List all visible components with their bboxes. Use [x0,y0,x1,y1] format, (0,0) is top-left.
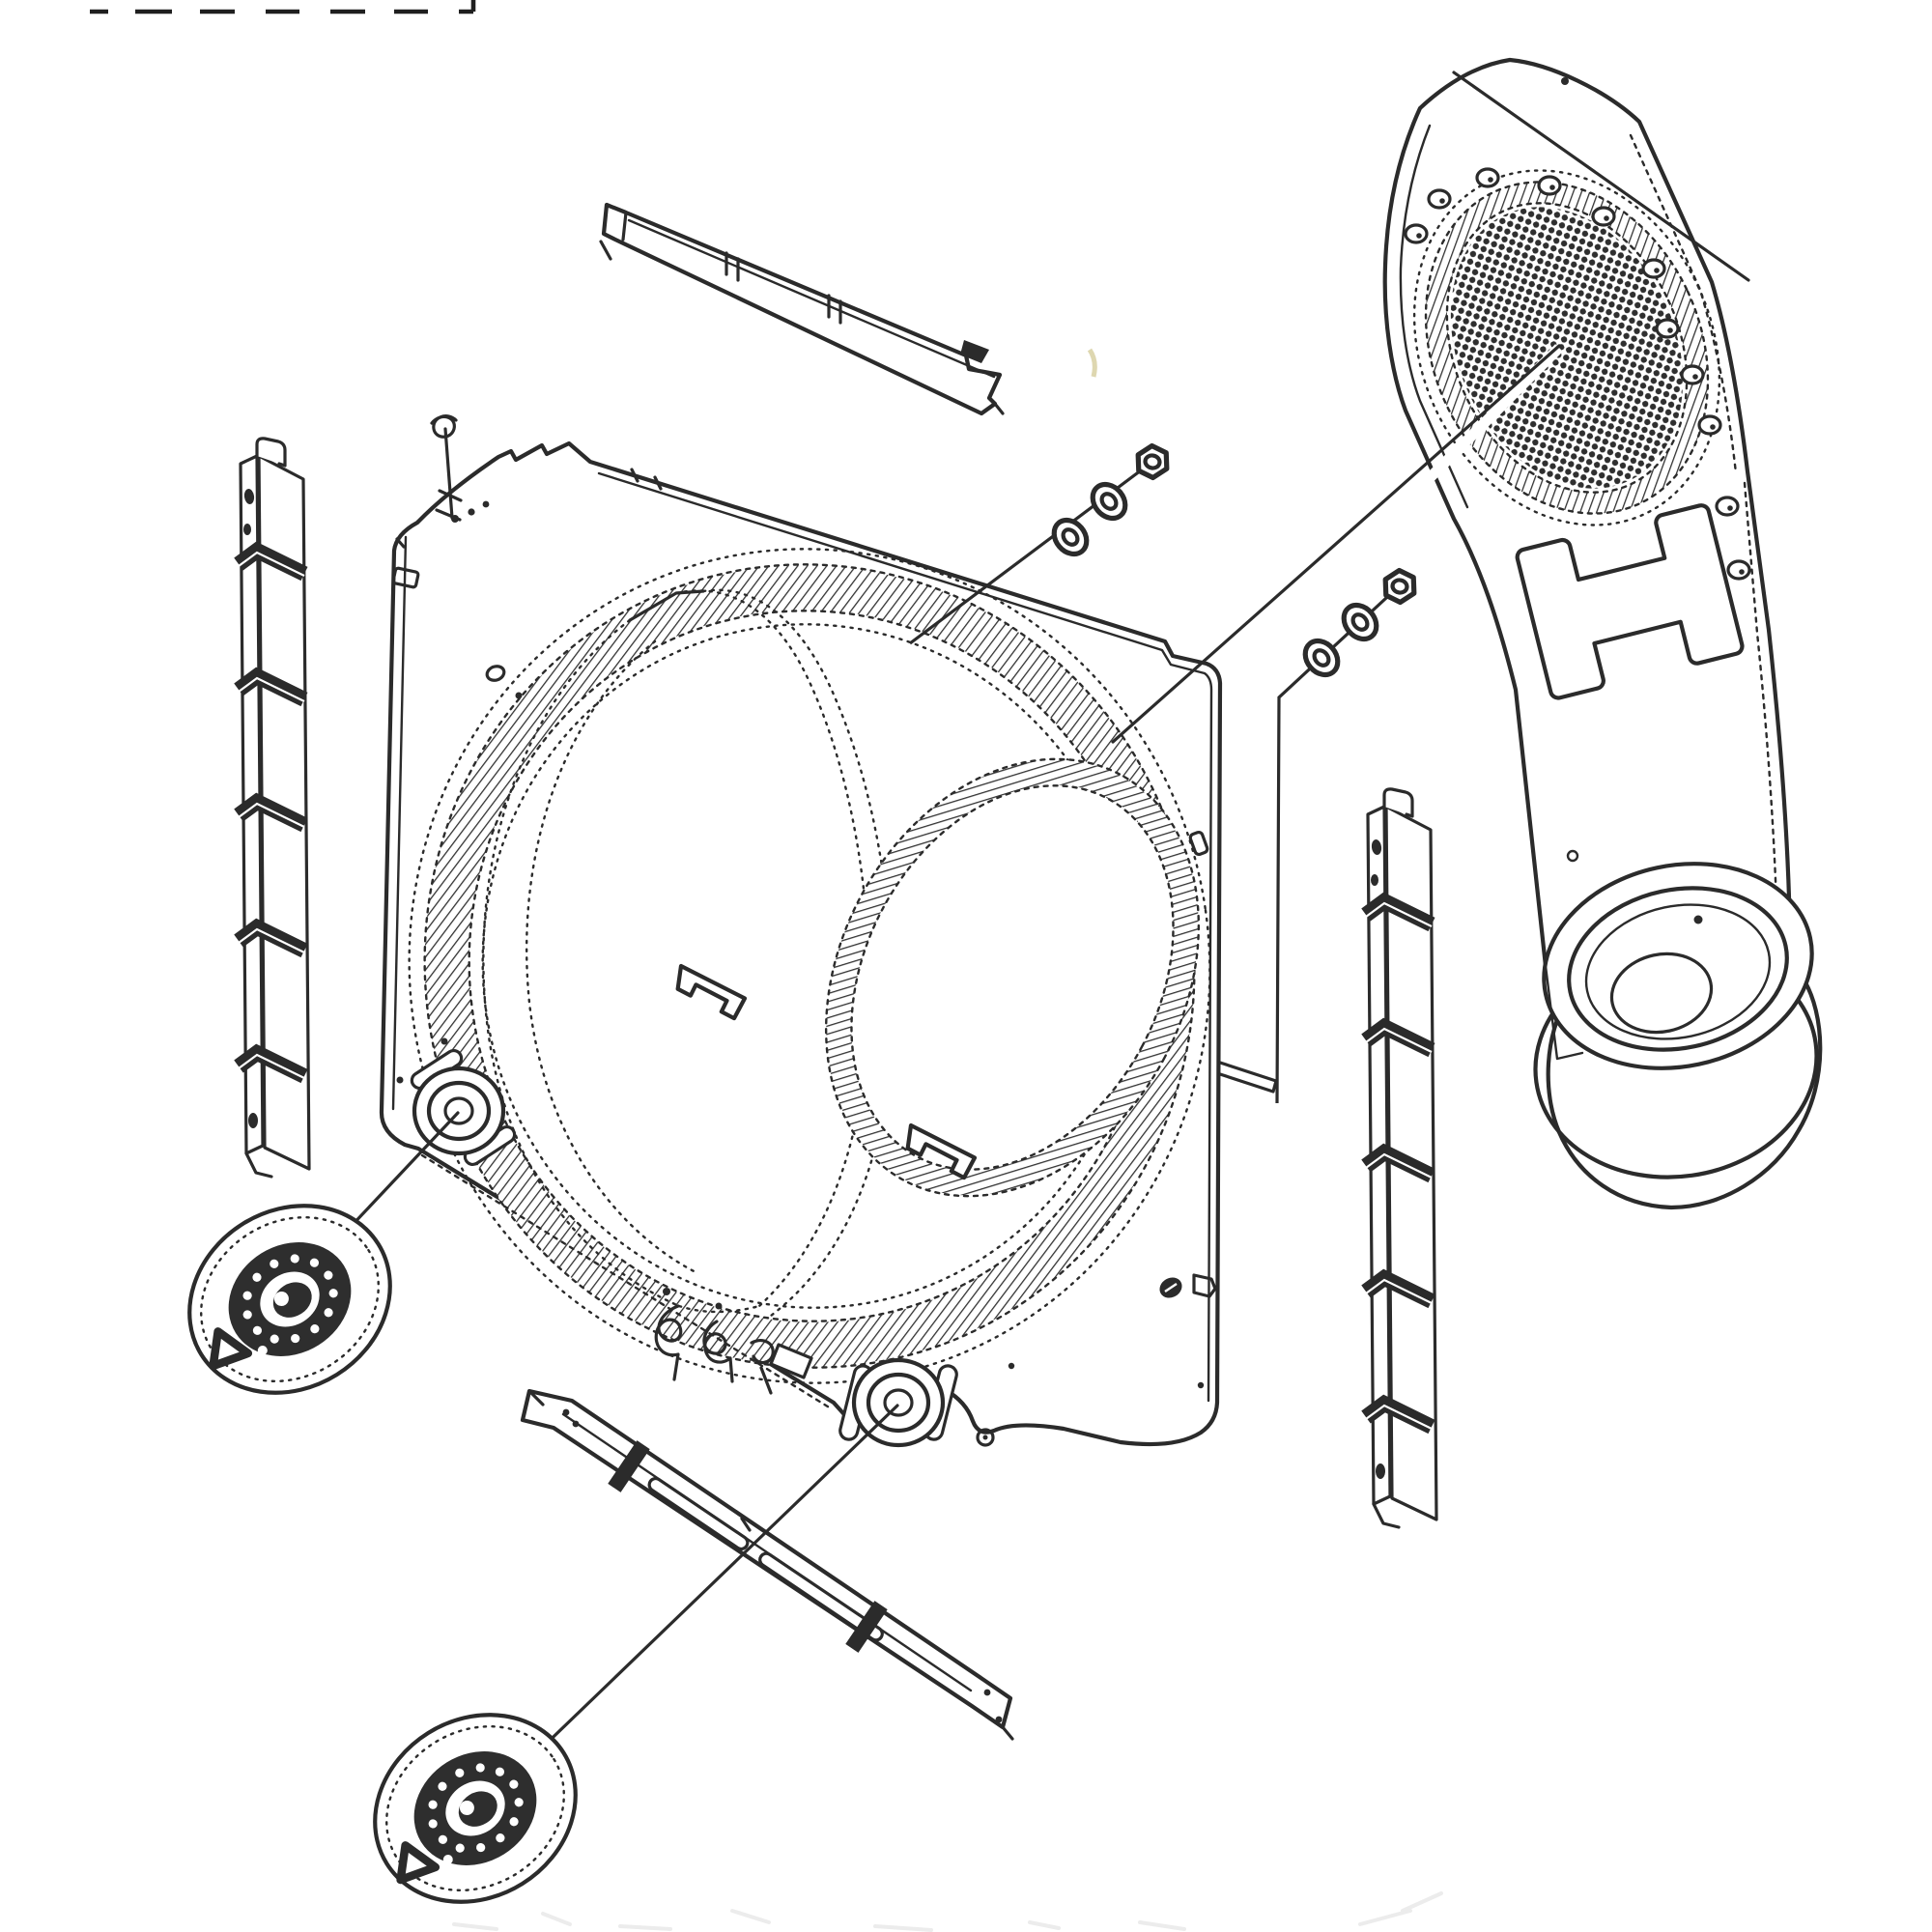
top-edge-wire-clip [430,414,463,522]
right-edge-tab [1218,1061,1278,1094]
oval-duct-opening-seal [824,757,1201,1198]
panel-hole-top-right [1188,830,1209,857]
dashed-callout-box [90,0,476,14]
grille-leader [1111,344,1563,744]
left-felt-seal-strip [239,439,309,1177]
lower-glide-rail [520,1388,1014,1741]
bracket-clip-upper [675,963,748,1021]
lower-drum-support-roller [340,1678,611,1932]
upper-fastener-set [1047,443,1171,560]
duct-outlet-collar [1533,849,1819,1179]
lower-roller-shaft-boss [838,1360,958,1445]
upper-roller-shaft-boss [410,1048,517,1167]
bottom-scan-artifacts [452,1891,1443,1932]
right-felt-seal-strip [1366,789,1436,1527]
yellow-scan-artifact [1087,348,1097,378]
bottom-eyelet [976,1428,995,1447]
heater-duct-assembly [1382,57,1823,1210]
lower-fastener-set [1298,568,1418,681]
duct-bolt-holes [1404,77,1751,581]
top-mounting-rail [599,202,1005,416]
duct-inlet-grille [1412,169,1721,526]
wire-harness-clips [654,1288,813,1395]
upper-drum-support-roller [155,1169,426,1431]
rear-bulkhead-panel [379,414,1278,1447]
bracket-clip-lower [905,1122,978,1180]
duct-h-cutout [1515,503,1745,700]
